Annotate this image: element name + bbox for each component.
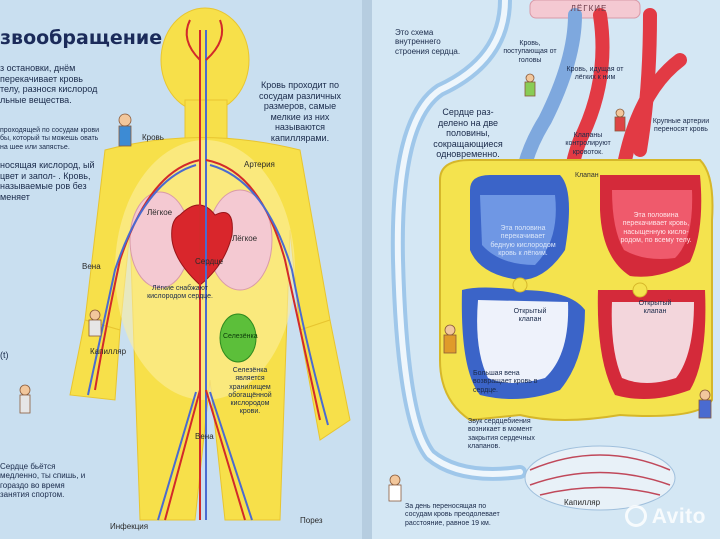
scheme-note: Это схема внутреннего строения сердца.: [395, 28, 461, 56]
label-cut: Порез: [300, 516, 323, 525]
blood-vessels: [87, 19, 329, 521]
big-arteries-note: Крупные артерии переносят кровь: [652, 118, 710, 134]
label-vein-left: Вена: [82, 262, 101, 271]
two-halves-note: Сердце раз- делено на две половины, сокр…: [433, 107, 503, 160]
spleen-note: Селезёнка является хранилищем обогащённо…: [228, 367, 272, 416]
page-gutter: [362, 0, 372, 539]
label-capillary: Капилляр: [90, 347, 127, 356]
avito-watermark: Avito: [624, 505, 706, 529]
vena-cava: [390, 0, 527, 481]
heartbeat-note: Сердце бьётся медленно, ты спишь, и гора…: [0, 462, 86, 500]
capillary-net: [524, 445, 676, 511]
label-lungs: ЛЁГКИЕ: [570, 4, 608, 13]
open-valve-left: Открытый клапан: [513, 308, 547, 324]
capillary-lines: [529, 454, 671, 496]
left-half-note: Эта половина перекачивает бедную кислоро…: [490, 225, 556, 257]
open-valve-right: Открытый клапан: [638, 300, 672, 316]
label-lung-left: Лёгкое: [147, 208, 173, 217]
lungs-bar: [529, 0, 641, 19]
label-lung-right: Лёгкое: [232, 234, 258, 243]
intro-text: з остановки, днём перекачивает кровь тел…: [0, 63, 98, 105]
heart-right-atrium-inner: [480, 195, 556, 265]
label-spleen: Селезёнка: [223, 333, 258, 340]
bottom-left-label: (t): [0, 350, 9, 360]
kid-figures: [19, 73, 712, 502]
from-lungs-note: Кровь, идущая от лёгких к ним: [566, 66, 624, 82]
label-artery: Артерия: [244, 160, 275, 169]
big-vein-note: Большая вена возвращает кровь в сердце.: [473, 370, 538, 394]
spleen: [219, 313, 257, 363]
capillaries-note: Кровь проходит по сосудам различных разм…: [258, 80, 342, 144]
label-infection: Инфекция: [110, 522, 149, 531]
label-vein-bottom: Вена: [195, 432, 214, 441]
heart-left-atrium-inner: [612, 190, 693, 259]
valve-right: [632, 282, 648, 298]
right-half-note: Эта половина перекачивает кровь, насыщен…: [620, 212, 692, 244]
valve-left: [512, 277, 528, 293]
heart: [171, 204, 233, 286]
pulse-note: проходящей по сосудам крови бы, который …: [0, 127, 100, 151]
from-head-note: Кровь, поступающая от головы: [503, 40, 557, 64]
heart-right-ventricle-inner: [477, 300, 569, 383]
label-capillary-right: Капилляр: [564, 498, 601, 507]
page-title: звообращение: [0, 27, 163, 49]
avito-logo-icon: [624, 505, 647, 527]
valves-control-note: Клапаны контролируют кровоток.: [565, 132, 611, 156]
label-blood: Кровь: [142, 133, 164, 142]
label-heart: Сердце: [195, 257, 224, 266]
distance-note: За день переносящая по сосудам кровь пре…: [405, 503, 500, 527]
watermark-text: Avito: [651, 505, 706, 528]
heart-left-ventricle-inner: [611, 302, 694, 383]
oxygen-note: носящая кислород, ый цвет и запол- . Кро…: [0, 160, 95, 202]
lungs-note: Лёгкие снабжают кислородом сердце.: [147, 285, 213, 301]
heartbeat-sound-note: Звук сердцебиения возникает в момент зак…: [468, 418, 535, 450]
label-valve: Клапан: [575, 172, 599, 179]
